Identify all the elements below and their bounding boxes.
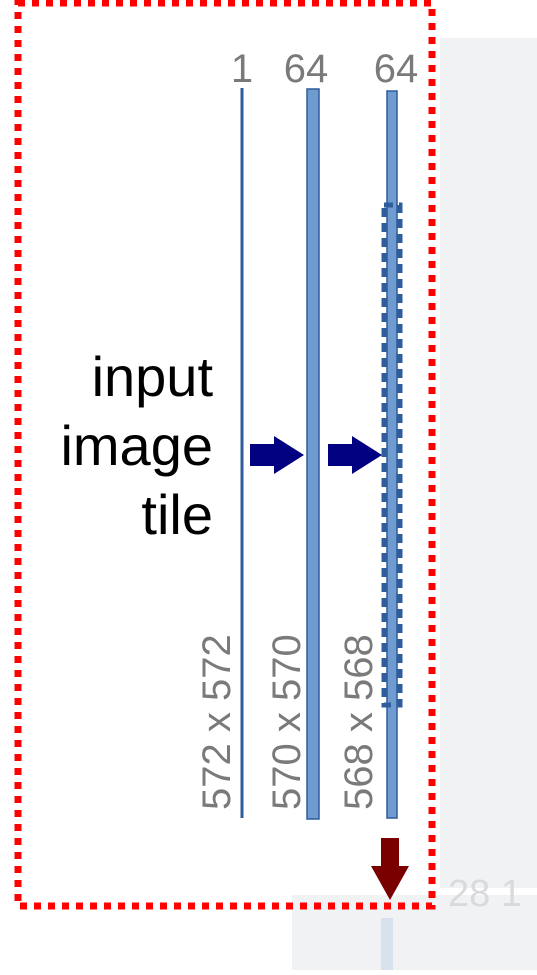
- input-image-tile-label-line-3: tile: [141, 483, 213, 546]
- input-image-tile-label-line-1: input: [92, 345, 214, 408]
- size-label-col-1: 572 x 572: [195, 634, 239, 810]
- faded-lower-layer-bar: [381, 918, 393, 970]
- faded-channel-label: 28 1: [448, 873, 522, 915]
- conv-arrow-2-icon: [328, 436, 382, 474]
- input-image-tile-label-line-2: image: [60, 414, 213, 477]
- channel-label-col-3: 64: [374, 47, 419, 91]
- feature-map-570: [306, 88, 320, 820]
- conv-arrow-1-icon: [250, 436, 304, 474]
- crop-region-dashed: [381, 202, 403, 708]
- max-pool-arrow-icon: [371, 838, 409, 900]
- size-label-col-3: 568 x 568: [337, 634, 381, 810]
- faded-next-stage-bg: [440, 38, 537, 888]
- feature-map-568: [386, 90, 398, 819]
- channel-label-col-2: 64: [284, 47, 329, 91]
- channel-label-col-1: 1: [231, 47, 253, 91]
- size-label-col-2: 570 x 570: [265, 634, 309, 810]
